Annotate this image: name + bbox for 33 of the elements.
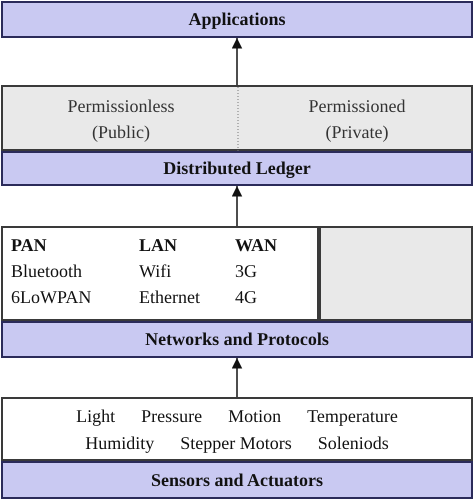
layer-bar — [1, 461, 473, 499]
protocol-name: Ethernet — [139, 286, 200, 309]
protocol-name: 3G — [235, 260, 257, 283]
shaded-panel — [319, 226, 473, 321]
layer-title: Distributed Ledger — [163, 157, 311, 180]
protocol-name: Bluetooth — [11, 260, 82, 283]
protocol-name: 6LoWPAN — [11, 286, 92, 309]
network-table-box — [1, 226, 319, 321]
layer-title: Networks and Protocols — [145, 328, 329, 351]
device-name: Light — [76, 405, 116, 428]
layer-bar — [1, 151, 473, 186]
shaded-panel — [1, 85, 473, 151]
column-header: LAN — [139, 234, 178, 257]
device-name: Soleniods — [318, 432, 389, 455]
protocol-name: Wifi — [139, 260, 172, 283]
column-header: WAN — [235, 234, 278, 257]
column-header: PAN — [11, 234, 47, 257]
permission-type: Permissionless (Public) — [66, 95, 176, 144]
device-name: Stepper Motors — [180, 432, 292, 455]
device-name: Pressure — [141, 405, 202, 428]
arrow — [232, 186, 242, 226]
arrow — [232, 38, 242, 85]
sensor-list-box — [1, 397, 473, 461]
layer-bar — [1, 1, 473, 38]
layer-title: Sensors and Actuators — [150, 468, 324, 492]
layer-title: Applications — [188, 8, 286, 31]
protocol-name: 4G — [235, 286, 257, 309]
permission-type: Permissioned (Private) — [308, 95, 406, 144]
device-name: Humidity — [85, 432, 154, 455]
layer-bar — [1, 321, 473, 358]
arrow — [232, 358, 242, 397]
device-name: Motion — [228, 405, 282, 428]
device-name: Temperature — [307, 405, 398, 428]
